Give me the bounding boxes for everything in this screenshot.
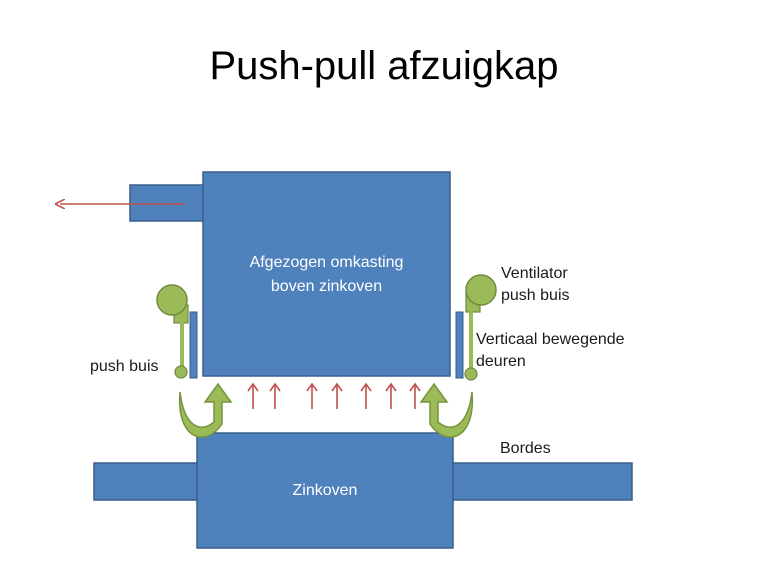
curved-airflow-arrow-icon xyxy=(178,382,233,438)
updraft-arrow-icon xyxy=(269,382,281,409)
furnace-label: Zinkoven xyxy=(292,482,358,499)
updraft-arrow-icon xyxy=(331,382,343,409)
updraft-arrow-icon xyxy=(247,382,259,409)
enclosure-box xyxy=(202,171,451,377)
curved-airflow-arrow-icon xyxy=(419,382,474,438)
fan-label: Ventilator push buis xyxy=(501,263,570,307)
doors-label-line2: deuren xyxy=(476,353,526,370)
updraft-arrow-icon xyxy=(306,382,318,409)
doors-label: Verticaal bewegende deuren xyxy=(476,329,625,373)
door-right xyxy=(455,311,464,379)
updraft-arrows xyxy=(247,382,421,409)
updraft-arrow-icon xyxy=(360,382,372,409)
exhaust-duct xyxy=(129,184,207,222)
platform-label: Bordes xyxy=(500,440,551,457)
platform-right xyxy=(449,462,633,501)
enclosure-label-line2: boven zinkoven xyxy=(270,278,383,295)
updraft-arrow-icon xyxy=(385,382,397,409)
furnace-box xyxy=(196,432,454,549)
updraft-arrow-icon xyxy=(409,382,421,409)
fan-left xyxy=(156,284,189,379)
push-pipe-label: push buis xyxy=(90,358,159,375)
push-nozzle-icon xyxy=(464,367,478,381)
doors-label-line1: Verticaal bewegende xyxy=(476,331,625,348)
fan-label-line2: push buis xyxy=(501,287,570,304)
page-title: Push-pull afzuigkap xyxy=(209,44,559,88)
fan-right xyxy=(464,274,497,381)
enclosure-label-line1: Afgezogen omkasting xyxy=(249,254,404,271)
enclosure-label: Afgezogen omkasting boven zinkoven xyxy=(203,251,450,299)
push-nozzle-icon xyxy=(174,365,188,379)
fan-label-line1: Ventilator xyxy=(501,265,568,282)
platform-left xyxy=(93,462,205,501)
door-left xyxy=(189,311,198,379)
